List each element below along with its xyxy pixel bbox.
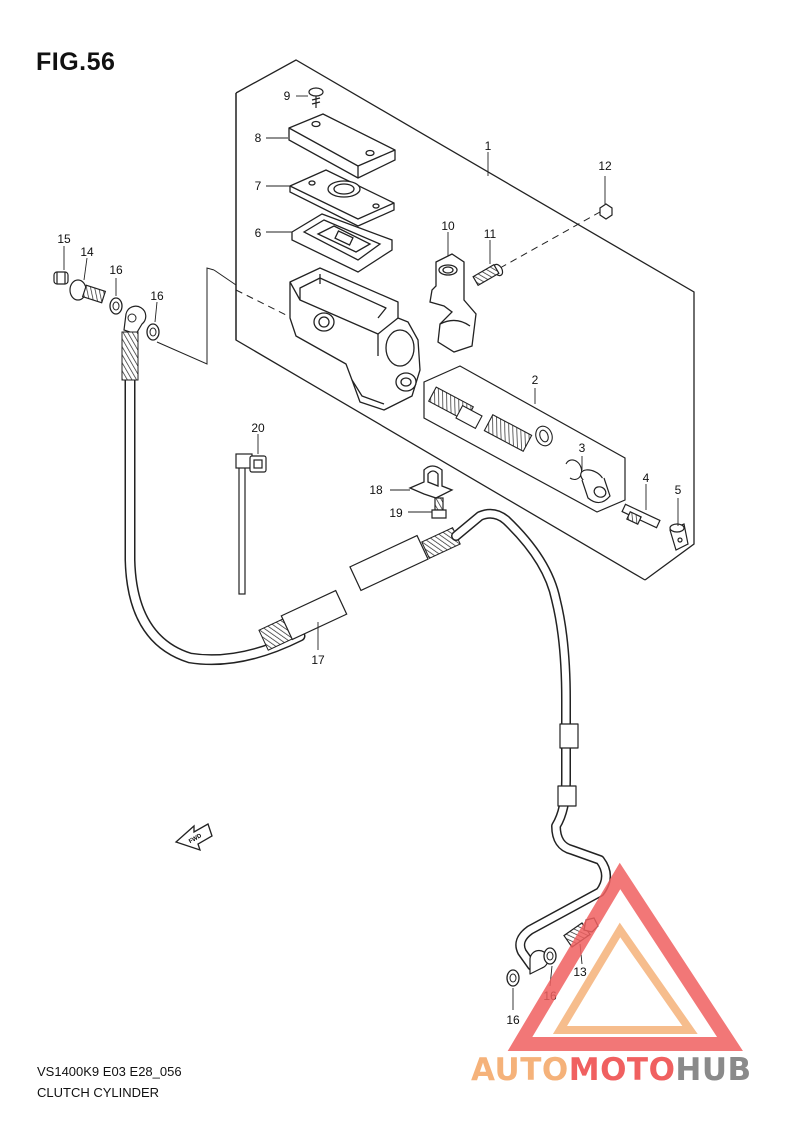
callout-3: 3 [579, 441, 586, 455]
piston-kit-box [423, 365, 626, 513]
boot-3 [580, 469, 611, 504]
master-cylinder-body [289, 267, 421, 411]
cable-tie-20 [235, 453, 267, 595]
callout-20: 20 [251, 421, 265, 435]
callout-13: 13 [573, 965, 587, 979]
callout-4: 4 [643, 471, 650, 485]
watermark-hub: HUB [675, 1052, 751, 1088]
callout-10: 10 [441, 219, 455, 233]
clamp-18 [408, 465, 454, 499]
callout-14: 14 [80, 245, 94, 259]
end-piece-5 [669, 523, 689, 551]
callout-8: 8 [255, 131, 262, 145]
callout-18: 18 [369, 483, 383, 497]
callout-6: 6 [255, 226, 262, 240]
callout-15: 15 [57, 232, 71, 246]
watermark-moto: MOTO [569, 1052, 676, 1088]
callout-7: 7 [255, 179, 262, 193]
piston-assembly-2 [427, 386, 583, 481]
union-bolt-14 [69, 279, 107, 304]
clutch-pipe [451, 508, 611, 975]
callout-16b: 16 [150, 289, 164, 303]
leader-lines [235, 211, 601, 319]
watermark-logo-icon [507, 862, 743, 1051]
bolt-11 [472, 263, 504, 287]
washer-16d-hole [509, 973, 517, 983]
callout-11: 11 [484, 227, 497, 241]
bleeder-cap-15 [53, 271, 69, 285]
push-rod-4 [621, 503, 661, 529]
callout-5: 5 [675, 483, 682, 497]
callout-9: 9 [284, 89, 291, 103]
callout-12: 12 [598, 159, 612, 173]
screw-9 [308, 87, 324, 108]
model-code: VS1400K9 E03 E28_056 [37, 1064, 182, 1079]
diaphragm-plate-7 [289, 169, 395, 227]
washer-16a-hole [112, 301, 120, 311]
callout-19: 19 [389, 506, 403, 520]
banjo-leader [156, 267, 215, 365]
callout-16d: 16 [506, 1013, 520, 1027]
nut-12 [599, 203, 613, 220]
washer-16c-hole [546, 951, 554, 961]
figure-caption: CLUTCH CYLINDER [37, 1085, 160, 1100]
hose-17 [121, 305, 461, 666]
watermark-text: AUTOMOTOHUB [471, 1052, 752, 1088]
callout-leaders [63, 95, 679, 1010]
assembly-frame [235, 59, 695, 581]
fwd-arrow-icon: FWD [174, 823, 213, 852]
callout-1: 1 [485, 139, 492, 153]
watermark-auto: AUTO [471, 1052, 569, 1088]
clamp-10 [429, 253, 477, 353]
reservoir-cap-8 [288, 113, 396, 179]
washer-16b-hole [149, 327, 157, 337]
diaphragm-6 [291, 213, 393, 273]
bolt-19 [431, 497, 447, 519]
figure-title: FIG.56 [36, 48, 116, 76]
callout-2: 2 [532, 373, 539, 387]
callout-16a: 16 [109, 263, 123, 277]
callout-17: 17 [311, 653, 325, 667]
